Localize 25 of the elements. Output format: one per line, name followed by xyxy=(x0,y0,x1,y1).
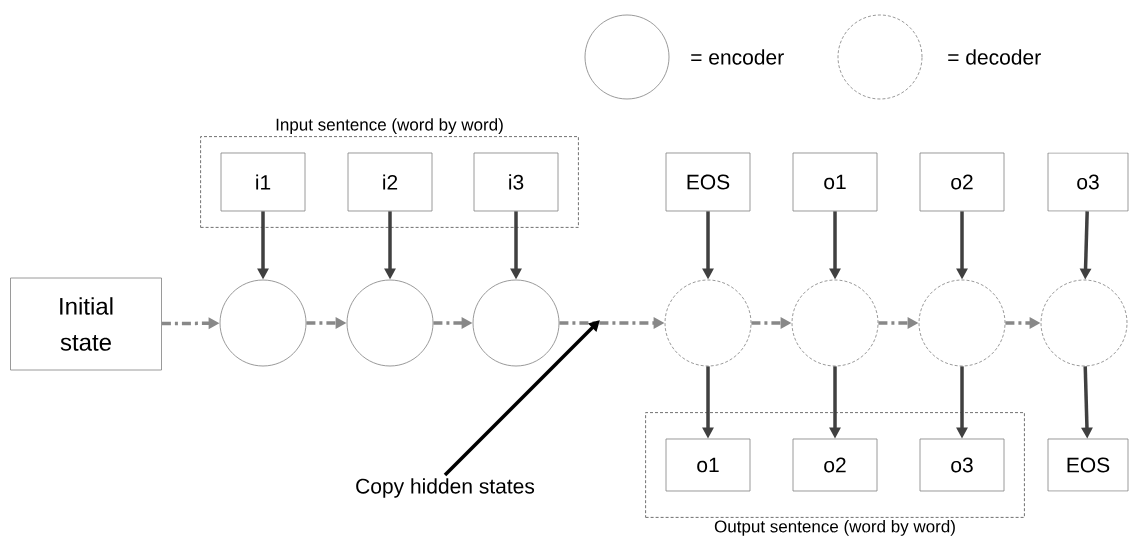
word-box: o3 xyxy=(1047,152,1129,212)
word-box: EOS xyxy=(665,152,751,212)
word-box: o1 xyxy=(792,152,878,212)
decoder-circle xyxy=(664,279,752,367)
decoder-circle xyxy=(1040,279,1128,367)
encoder-circle xyxy=(346,279,434,367)
legend-text: = decoder xyxy=(948,49,1041,65)
encoder-circle xyxy=(472,279,560,367)
decoder-circle xyxy=(791,279,879,367)
word-box: o2 xyxy=(919,152,1005,212)
word-box: i2 xyxy=(347,152,433,212)
callout-text: Copy hidden states xyxy=(356,478,535,498)
word-box: o3 xyxy=(919,438,1005,492)
decoder-circle xyxy=(918,279,1006,367)
word-box: i1 xyxy=(220,152,306,212)
arrow xyxy=(443,320,600,477)
word-box: o1 xyxy=(665,438,751,492)
legend-text: = encoder xyxy=(691,49,784,65)
word-box: o2 xyxy=(792,438,878,492)
word-box: EOS xyxy=(1047,438,1129,492)
encoder-circle xyxy=(219,279,307,367)
node-label: Input sentence (word by word) xyxy=(276,118,503,134)
word-box: Initial state xyxy=(10,277,162,371)
node-label: Output sentence (word by word) xyxy=(714,520,955,536)
word-box: i3 xyxy=(473,152,559,212)
